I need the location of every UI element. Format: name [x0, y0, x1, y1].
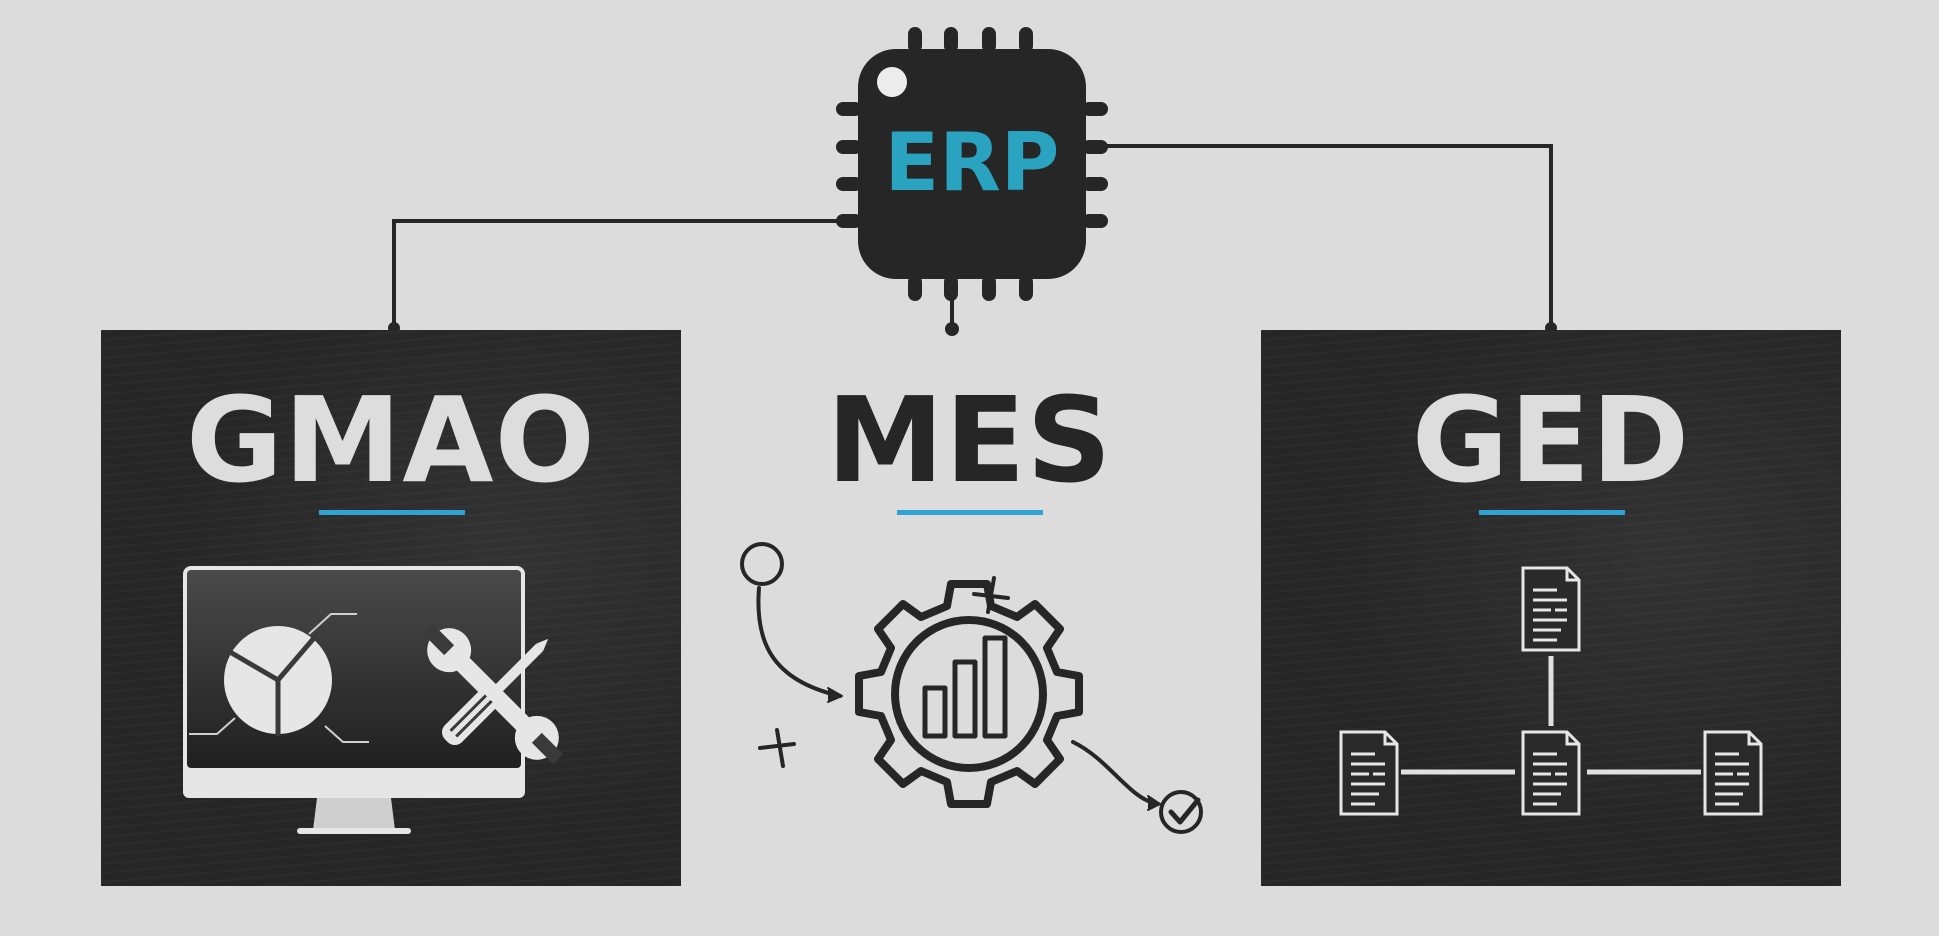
mes-title-underline — [897, 510, 1043, 515]
ged-title-underline — [1479, 510, 1625, 515]
document-network-icon — [1339, 566, 1763, 816]
monitor-pie-chart-tools-icon — [183, 566, 564, 834]
gear-bar-chart-icon — [740, 542, 1203, 834]
erp-chip: ERP — [858, 49, 1086, 279]
chip-orientation-dot — [877, 67, 907, 97]
connector-erp-gmao — [392, 219, 846, 330]
document-icon-top — [1521, 566, 1581, 652]
ged-panel: GED — [1261, 330, 1841, 886]
gmao-title-underline — [319, 510, 465, 515]
pie-chart — [224, 626, 332, 736]
connector-node-mes — [945, 322, 959, 336]
ged-title: GED — [1411, 371, 1691, 509]
document-icon-center — [1521, 730, 1581, 816]
erp-label: ERP — [884, 116, 1060, 209]
connector-erp-ged — [1098, 144, 1553, 330]
chip-pins — [836, 27, 1108, 301]
gear-icon — [855, 580, 1083, 808]
gmao-panel: GMAO — [101, 330, 681, 886]
gmao-title: GMAO — [186, 371, 596, 509]
start-circle-icon — [740, 542, 784, 586]
mes-title: MES — [826, 371, 1113, 509]
document-icon-left — [1339, 730, 1399, 816]
document-icon-right — [1703, 730, 1763, 816]
screwdriver-icon — [441, 638, 549, 746]
check-circle-icon — [1159, 790, 1203, 834]
